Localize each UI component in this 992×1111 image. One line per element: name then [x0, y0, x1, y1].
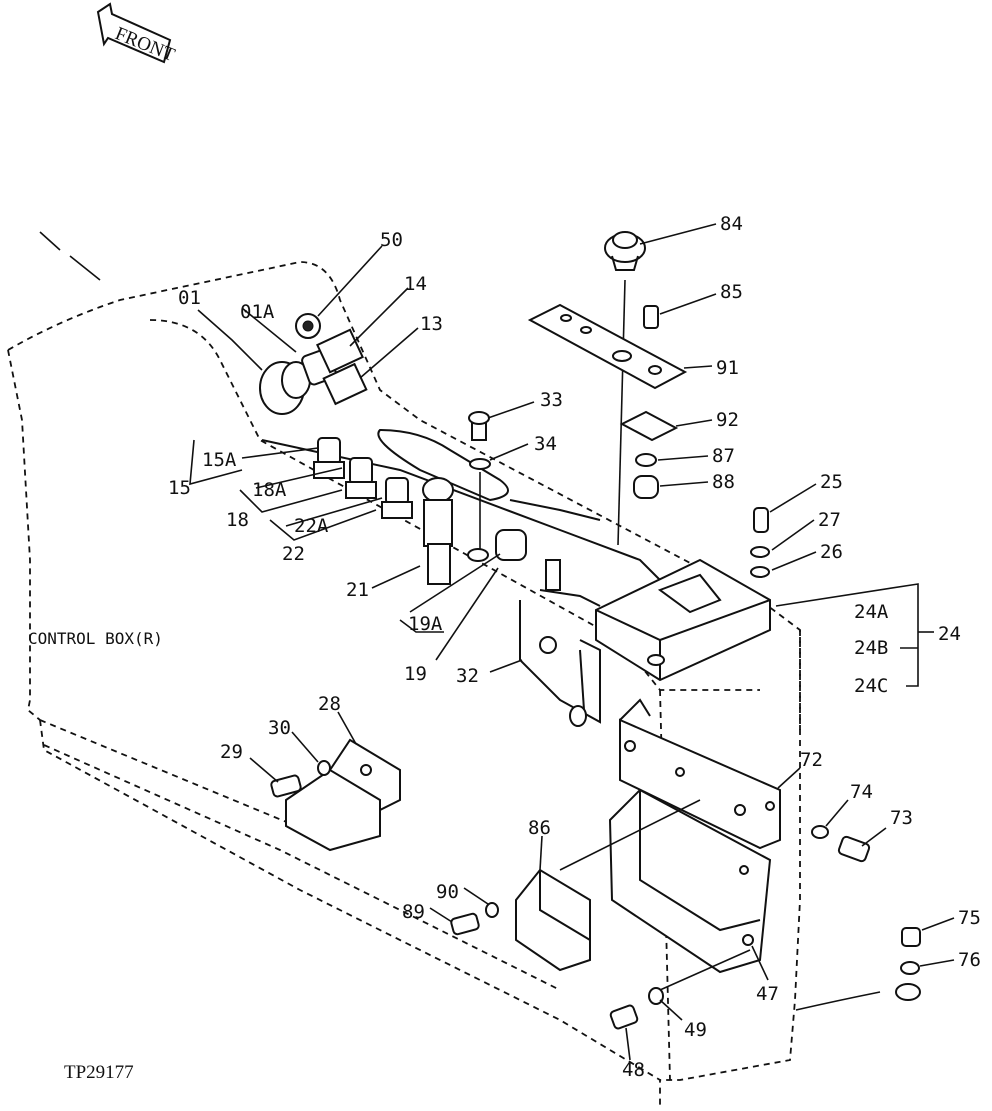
box-47 — [608, 788, 772, 974]
callout-84: 84 — [720, 213, 743, 235]
callout-28: 28 — [318, 693, 341, 715]
callout-89: 89 — [402, 901, 425, 923]
top-mount-parts — [527, 231, 688, 546]
callout-13: 13 — [420, 313, 443, 335]
callout-29: 29 — [220, 741, 243, 763]
callout-73: 73 — [890, 807, 913, 829]
bracket-plate-72 — [619, 698, 781, 850]
drawing-id: TP29177 — [64, 1062, 134, 1083]
leader-lines — [189, 223, 955, 1061]
callout-01: 01 — [178, 287, 201, 309]
callout-22: 22 — [282, 543, 305, 565]
callout-21: 21 — [346, 579, 369, 601]
callout-76: 76 — [958, 949, 981, 971]
callout-47: 47 — [756, 983, 779, 1005]
callout-50: 50 — [380, 229, 403, 251]
callout-92: 92 — [716, 409, 739, 431]
callout-87: 87 — [712, 445, 735, 467]
callout-85: 85 — [720, 281, 743, 303]
callout-19a: 19A — [408, 613, 443, 635]
callout-26: 26 — [820, 541, 843, 563]
callout-30: 30 — [268, 717, 291, 739]
callout-74: 74 — [850, 781, 873, 803]
callout-24c: 24C — [854, 675, 888, 697]
control-knobs — [313, 437, 454, 585]
relay-cover-24 — [595, 558, 771, 682]
callout-24a: 24A — [854, 601, 889, 623]
callout-90: 90 — [436, 881, 459, 903]
panel-lamp-assembly — [259, 313, 368, 415]
callout-15: 15 — [168, 477, 191, 499]
callout-75: 75 — [958, 907, 981, 929]
front-arrow-icon: FRONT — [96, 2, 178, 66]
switch-parts — [467, 411, 601, 607]
bracket-32 — [519, 600, 601, 727]
screw-set-25 — [750, 507, 770, 578]
screw-73 — [811, 825, 871, 863]
callout-34: 34 — [534, 433, 557, 455]
callout-18a: 18A — [252, 479, 287, 501]
relay-28 — [270, 738, 401, 852]
callout-25: 25 — [820, 471, 843, 493]
screw-89 — [450, 902, 499, 936]
callout-01a: 01A — [240, 301, 275, 323]
callout-48: 48 — [622, 1059, 645, 1081]
callout-14: 14 — [404, 273, 427, 295]
callout-labels: 50 01 01A 14 13 15A 15 18A 18 22A 22 21 … — [168, 213, 981, 1081]
callout-33: 33 — [540, 389, 563, 411]
control-box-outline — [7, 231, 801, 1105]
callout-27: 27 — [818, 509, 841, 531]
callout-18: 18 — [226, 509, 249, 531]
callout-22a: 22A — [294, 515, 329, 537]
control-box-label: CONTROL BOX(R) — [28, 629, 163, 648]
callout-24: 24 — [938, 623, 961, 645]
callout-19: 19 — [404, 663, 427, 685]
callout-49: 49 — [684, 1019, 707, 1041]
callout-32: 32 — [456, 665, 479, 687]
callout-72: 72 — [800, 749, 823, 771]
callout-86: 86 — [528, 817, 551, 839]
callout-91: 91 — [716, 357, 739, 379]
callout-15a: 15A — [202, 449, 237, 471]
callout-24b: 24B — [854, 637, 888, 659]
screw-48 — [609, 949, 751, 1030]
ground-terminal — [795, 927, 921, 1011]
callout-88: 88 — [712, 471, 735, 493]
